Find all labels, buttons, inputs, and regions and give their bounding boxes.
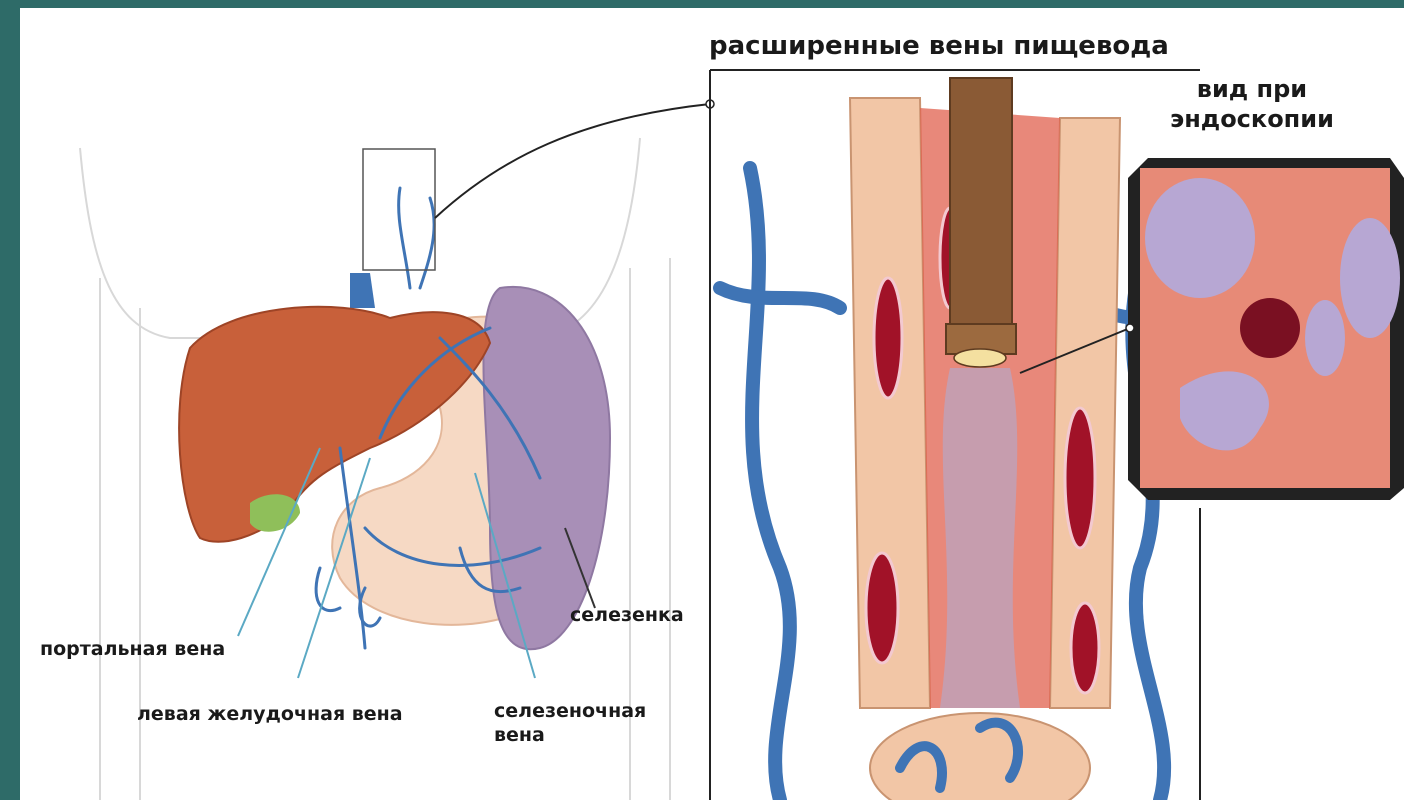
spleen-label: селезенка <box>570 604 684 628</box>
portal-vein-label: портальная вена <box>40 638 225 662</box>
vena-cava <box>350 273 375 308</box>
esophageal-varices-label: расширенные вены пищевода <box>709 30 1169 63</box>
diagram-canvas: расширенные вены пищевода вид при эндоск… <box>20 8 1404 800</box>
esophagus-panel <box>710 70 1200 800</box>
splenic-vein-label: селезеночная вена <box>494 700 646 748</box>
endoscope <box>950 78 1012 328</box>
inset-connector-line <box>435 104 710 218</box>
left-gastric-vein-label: левая желудочная вена <box>137 703 403 727</box>
endoscopy-view-label: вид при эндоскопии <box>1170 74 1334 134</box>
